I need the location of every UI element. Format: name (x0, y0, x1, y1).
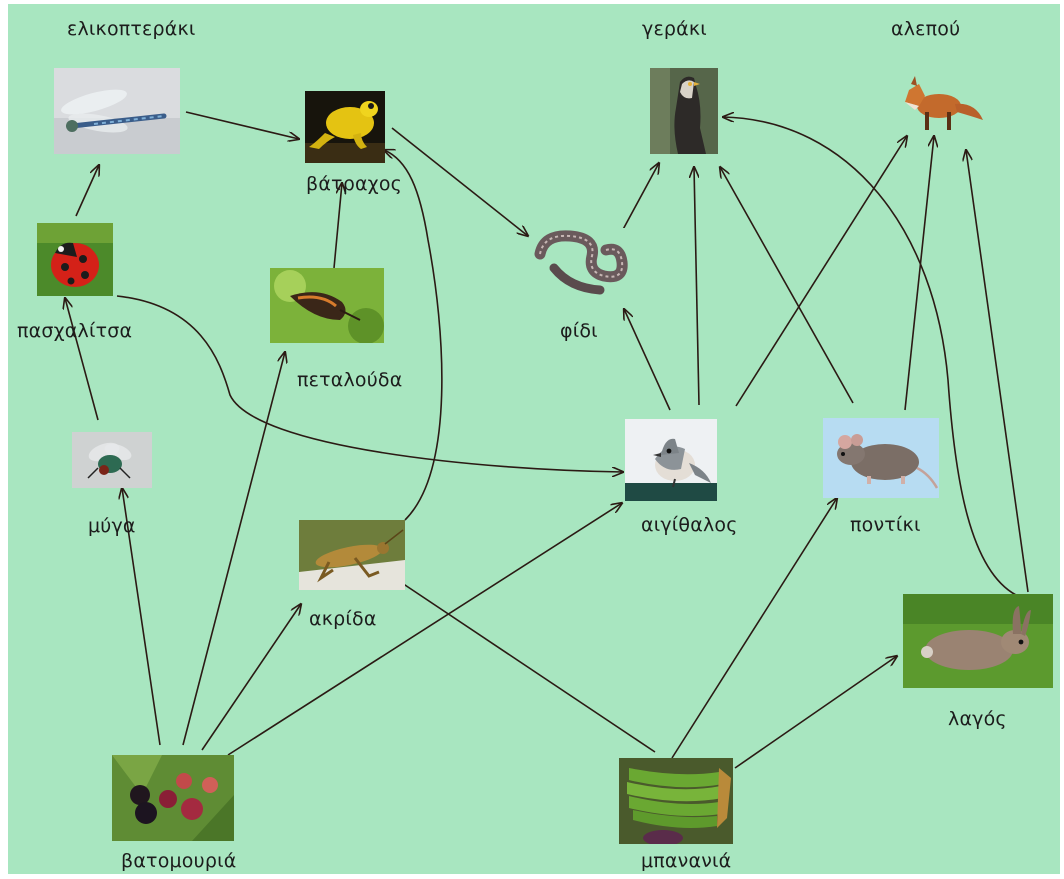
label-snake: φίδι (560, 320, 598, 342)
frog-photo (305, 91, 385, 163)
arrow-grasshopper-to-frog (384, 150, 443, 521)
label-titmouse: αιγίθαλος (641, 514, 738, 536)
arrow-titmouse-to-hawk (694, 167, 700, 406)
label-dragonfly: ελικοπτεράκι (67, 18, 196, 40)
mouse-photo (823, 418, 939, 498)
arrow-blackberry-to-butterfly (182, 352, 285, 746)
arrow-hare-to-hawk (723, 117, 1017, 596)
fox-photo (895, 72, 985, 134)
butterfly-photo (270, 268, 384, 343)
arrow-banana-to-grasshopper (390, 575, 656, 753)
arrow-mouse-to-hawk (720, 167, 854, 404)
arrow-frog-to-snake (391, 127, 528, 236)
label-mouse: ποντίκι (850, 514, 921, 536)
arrow-fly-to-ladybug (65, 298, 99, 421)
label-frog: βάτραχος (306, 173, 403, 195)
fly-photo (72, 432, 152, 488)
grasshopper-photo (299, 520, 405, 590)
arrow-butterfly-to-frog (333, 183, 342, 269)
arrow-ladybug-to-titmouse (116, 295, 623, 472)
arrow-banana-to-mouse (671, 498, 837, 759)
arrow-dragonfly-to-frog (185, 111, 299, 139)
dragonfly-photo (54, 68, 180, 154)
label-banana: μπανανιά (641, 850, 732, 872)
arrow-blackberry-to-titmouse (227, 503, 622, 756)
arrow-ladybug-to-dragonfly (75, 165, 99, 217)
banana-plant-photo (619, 758, 733, 844)
arrow-blackberry-to-fly (122, 488, 161, 746)
label-butterfly: πεταλούδα (297, 369, 403, 391)
arrow-banana-to-hare (734, 656, 897, 769)
arrow-titmouse-to-fox (735, 136, 907, 407)
blackberry-photo (112, 755, 234, 841)
arrow-hare-to-fox (966, 150, 1029, 593)
label-hare: λαγός (948, 708, 1007, 730)
arrow-titmouse-to-snake (624, 309, 671, 411)
label-blackberry: βατομουριά (121, 850, 237, 872)
label-hawk: γεράκι (642, 18, 707, 40)
arrow-blackberry-to-grasshopper (201, 604, 301, 751)
hawk-photo (650, 68, 718, 154)
arrow-snake-to-hawk (619, 163, 659, 236)
titmouse-photo (625, 419, 717, 501)
label-ladybug: πασχαλίτσα (17, 320, 133, 342)
snake-photo (530, 228, 630, 300)
label-fly: μύγα (88, 515, 136, 537)
label-grasshopper: ακρίδα (309, 608, 377, 630)
hare-photo (903, 594, 1053, 688)
label-fox: αλεπού (891, 18, 961, 40)
ladybug-photo (37, 223, 113, 296)
arrow-mouse-to-fox (904, 136, 934, 411)
